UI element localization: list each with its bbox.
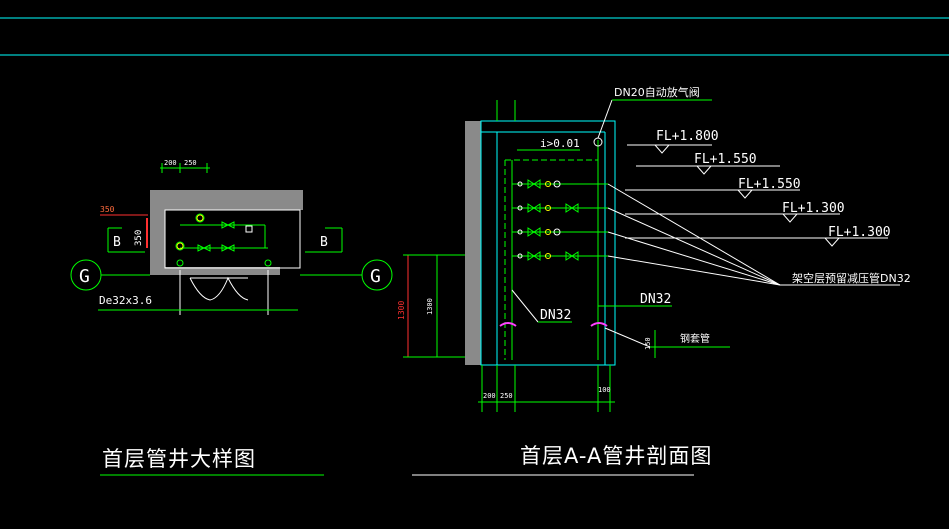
shaft-wall-bottom (150, 267, 280, 275)
plan-pipes (175, 213, 272, 267)
axis-right-label: G (370, 266, 381, 287)
dim-height-outer: 1300 (397, 301, 406, 320)
dn32-left-label: DN32 (540, 308, 571, 323)
shaft-inner-outline (164, 209, 301, 269)
dim-top-a: 200 (164, 159, 177, 167)
level-label-2: FL+1.550 (694, 152, 757, 167)
pipe-label: De32x3.6 (99, 294, 152, 307)
section-risers (504, 140, 599, 360)
top-dimension (160, 163, 210, 173)
dim-top-b: 250 (184, 159, 197, 167)
level-leader-lines (607, 183, 900, 286)
sleeve-right-icon (590, 322, 608, 327)
sleeve-left-icon (499, 322, 517, 327)
level-label-3: FL+1.550 (738, 177, 801, 192)
dim-height-inner: 1300 (426, 298, 434, 315)
dn32-left-leader (511, 289, 539, 323)
dn32-right-label: DN32 (640, 292, 671, 307)
level-label-4: FL+1.300 (782, 201, 845, 216)
section-mark-left (107, 227, 145, 253)
level-markers (625, 144, 888, 247)
valve-leader-diag (597, 99, 613, 139)
level-label-5: FL+1.300 (828, 225, 891, 240)
sleeve-leader (604, 327, 651, 348)
dim-small-label: 150 (644, 337, 652, 350)
shaft-base-hatch (179, 270, 269, 315)
height-dimension (403, 254, 465, 358)
section-vertical-extension-lines (478, 100, 615, 412)
dim-bottom-c: 100 (598, 386, 611, 394)
plan-valve-yellow-1 (196, 214, 204, 222)
dim-left-red: 350 (100, 205, 115, 214)
section-title: 首层A-A管井剖面图 (520, 444, 712, 468)
section-wall (465, 121, 481, 365)
section-mark-right-label: B (320, 235, 328, 250)
left-plan-detail: 200 250 350 350 B B G G (70, 159, 393, 476)
slope-label: i>0.01 (540, 137, 580, 150)
leader-label: 架空层预留减压管DN32 (792, 271, 911, 285)
shaft-wall (150, 190, 303, 275)
dim-bottom-a: 200 (483, 392, 496, 400)
axis-left-label: G (79, 266, 90, 287)
section-valves-yellow (545, 181, 551, 259)
section-mark-right (305, 227, 343, 253)
sleeve-label: 钢套管 (680, 332, 710, 345)
section-shaft-outline (480, 120, 616, 366)
section-mark-left-label: B (113, 235, 121, 250)
left-plan-title: 首层管井大样图 (102, 447, 256, 471)
valve-label: DN20自动放气阀 (614, 85, 700, 99)
level-label-1: FL+1.800 (656, 129, 719, 144)
dim-left-vertical: 350 (134, 230, 144, 246)
plan-fitting-white (245, 225, 253, 233)
section-branches (512, 179, 608, 261)
section-detail: 200 250 100 i>0.01 DN20自动放气阀 (397, 85, 911, 476)
plan-valve-yellow-2 (176, 242, 184, 250)
dim-bottom-b: 250 (500, 392, 513, 400)
section-fittings (517, 180, 561, 259)
